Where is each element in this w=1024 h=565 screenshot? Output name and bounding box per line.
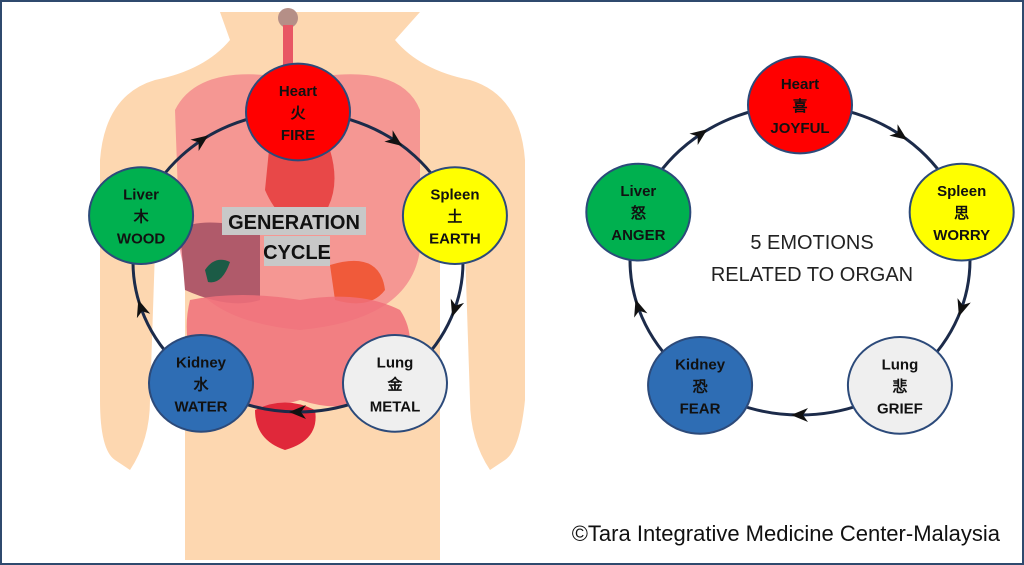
node-organ: Spleen [430,187,479,204]
node-circle [401,166,508,266]
node-element: FIRE [281,127,315,144]
node-char: 恐 [693,378,708,395]
node-circle [908,162,1015,262]
gen-node-heart: Heart 火 FIRE [245,62,351,162]
node-organ: Lung [377,354,414,371]
arrow-icon [384,130,403,146]
generation-title-bg-2 [264,236,330,266]
node-organ: Kidney [675,356,726,373]
node-circle [747,55,853,155]
arrow-icon [889,124,908,140]
node-char: 怒 [631,204,646,222]
arrow-icon [136,299,151,319]
node-organ: Heart [279,83,317,100]
node-char: 火 [290,105,306,122]
copyright-text: ©Tara Integrative Medicine Center-Malays… [571,521,1000,546]
node-circle [88,166,195,266]
arrow-icon [957,298,971,317]
generation-cycle: Heart火FIRESpleen土EARTHLung金METALKidney水W… [88,62,508,433]
node-circle [585,162,692,262]
generation-title-bg [222,207,366,235]
generation-title-line2: CYCLE [263,242,331,264]
node-emotion: WORRY [933,227,990,244]
gen-node-liver: Liver 木 WOOD [88,166,195,266]
node-element: EARTH [429,231,481,248]
node-circle [245,62,351,162]
arrow-icon [450,298,465,317]
emo-node-spleen: Spleen 思 WORRY [908,162,1015,262]
node-emotion: FEAR [680,400,721,417]
node-emotion: GRIEF [877,400,923,417]
node-organ: Spleen [937,183,986,200]
node-organ: Liver [620,183,656,200]
arrow-icon [689,129,708,145]
node-organ: Heart [781,76,819,93]
emotions-title-line2: RELATED TO ORGAN [711,264,913,286]
node-char: 水 [194,375,210,393]
emotions-title-line1: 5 EMOTIONS [750,232,873,254]
node-emotion: JOYFUL [770,120,829,137]
node-char: 土 [447,208,462,226]
node-element: WOOD [117,231,165,248]
arrow-icon [634,299,648,318]
node-element: WATER [174,398,227,415]
node-circle [647,336,754,435]
node-organ: Kidney [176,354,227,371]
emo-node-kidney: Kidney 恐 FEAR [647,336,754,435]
gen-node-kidney: Kidney 水 WATER [148,333,255,433]
node-organ: Liver [123,187,159,204]
emo-node-lung: Lung 悲 GRIEF [846,336,953,435]
gen-node-spleen: Spleen 土 EARTH [401,166,508,266]
emo-node-heart: Heart 喜 JOYFUL [747,55,853,155]
gen-node-lung: Lung 金 METAL [341,333,448,433]
node-char: 悲 [892,377,907,395]
generation-title-line1: GENERATION [228,212,360,234]
emo-node-liver: Liver 怒 ANGER [585,162,692,262]
node-char: 喜 [792,97,807,115]
node-organ: Lung [882,356,919,373]
arrow-icon [791,408,808,422]
node-emotion: ANGER [611,227,665,244]
node-circle [341,333,448,433]
arrow-icon [190,135,209,152]
node-circle [148,333,255,433]
node-circle [846,336,953,435]
emotions-cycle: Heart 喜 JOYFUL Spleen 思 WORRY Lung 悲 GRIEF Kidney… [585,55,1015,435]
arrow-icon [289,405,306,419]
node-char: 思 [954,205,969,222]
node-char: 木 [133,208,150,226]
node-element: METAL [370,398,421,415]
node-char: 金 [386,375,403,393]
